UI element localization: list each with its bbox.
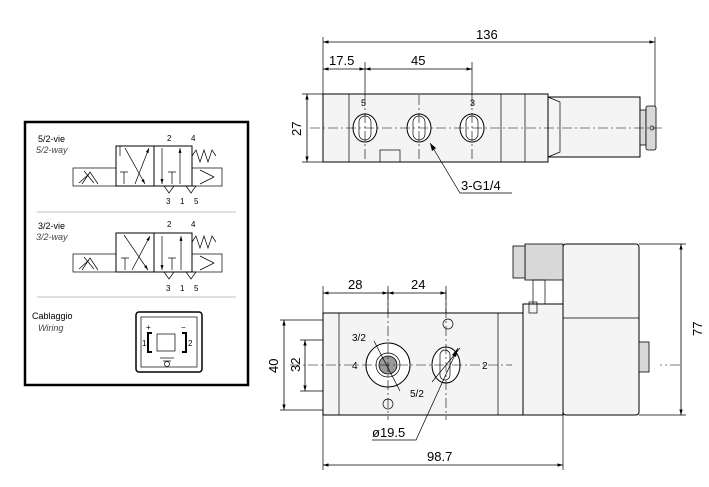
port-label-5: 5 [361,98,366,108]
dim-24: 24 [411,277,425,292]
dim-40: 40 [266,359,281,373]
wiring-pin-plus: + [146,323,151,332]
wiring-pin-2: 2 [188,339,193,348]
valve-52-title: 5/2-vie [38,134,65,144]
front-view-body [322,312,524,416]
port-label-4: 4 [352,361,358,372]
valve-52-port-3: 3 [166,197,171,206]
front-view: 3/2 5/2 4 2 28 24 40 32 77 ø19.5 98 [266,243,705,470]
valve-32-port-4: 4 [191,220,196,229]
wiring-symbol: Cablaggio Wiring + − 1 2 [32,311,203,373]
dim-136: 136 [476,27,498,42]
front-view-coil [562,243,640,416]
dim-diameter: ø19.5 [372,425,405,440]
valve-32-subtitle: 3/2-way [36,232,68,242]
dim-77: 77 [690,322,705,336]
valve-52-subtitle: 5/2-way [36,145,68,155]
port-label-3: 3 [470,98,475,108]
dim-17-5: 17.5 [329,53,354,68]
dim-98-7: 98.7 [427,449,452,464]
valve-32-port-3: 3 [166,284,171,293]
valve-52-port-2: 2 [167,134,172,143]
dim-27: 27 [289,122,304,136]
valve-32-port-2: 2 [167,220,172,229]
wiring-pin-minus: − [181,323,186,332]
valve-32-port-5: 5 [194,284,199,293]
symbol-legend-box: 5/2-vie 5/2-way [23,120,250,387]
top-view: 5 3 136 17.5 45 27 3-G1/4 [289,27,665,194]
label-5-2: 5/2 [410,389,424,400]
dim-28: 28 [348,277,362,292]
wiring-title: Cablaggio [32,311,73,321]
wiring-subtitle: Wiring [38,323,63,333]
port-thread-label: 3-G1/4 [461,178,501,193]
valve-32-symbol: 3/2-vie 3/2-way 2 4 3 1 5 [36,220,223,293]
dim-45: 45 [411,53,425,68]
label-3-2: 3/2 [352,333,366,344]
valve-32-title: 3/2-vie [38,221,65,231]
valve-32-port-1: 1 [180,284,185,293]
valve-52-port-5: 5 [194,197,199,206]
valve-52-port-1: 1 [180,197,185,206]
valve-52-port-4: 4 [191,134,196,143]
top-view-coil [547,96,641,158]
wiring-pin-1: 1 [142,339,147,348]
valve-52-symbol: 5/2-vie 5/2-way [36,134,223,206]
dim-32: 32 [288,358,303,372]
port-label-2: 2 [482,361,488,372]
